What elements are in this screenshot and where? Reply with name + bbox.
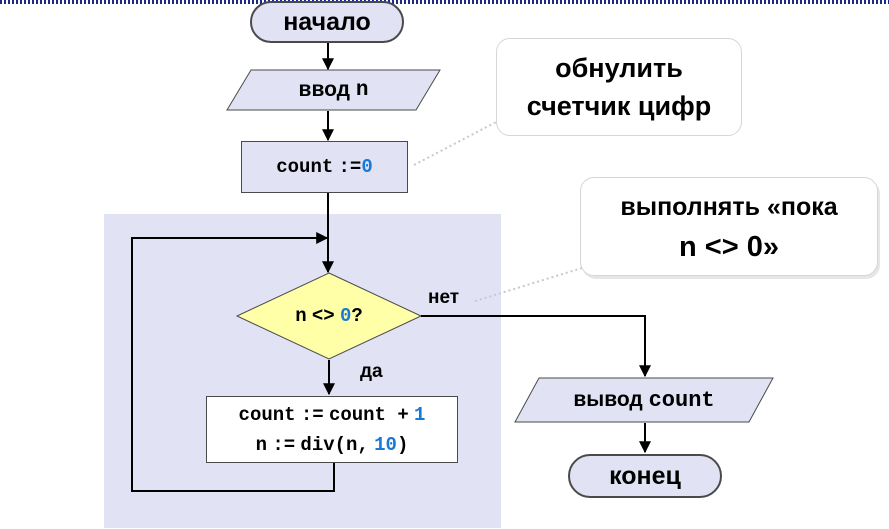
condition-operator: <> <box>311 305 335 327</box>
output-variable: count <box>648 387 715 413</box>
input-parallelogram <box>226 69 441 111</box>
callout-reset-pointer <box>411 119 501 167</box>
body-line-2: n := div(n, 10) <box>256 430 409 460</box>
body-line-1: count := count + 1 <box>239 400 426 430</box>
callout-reset-line-1: обнулить <box>555 53 683 83</box>
body-line1-op: := <box>300 403 324 426</box>
body-line1-expr: count + <box>328 403 409 426</box>
body-line2-op: := <box>272 433 296 456</box>
body-line2-close: ) <box>396 433 409 456</box>
callout-while-line-2: n <> 0» <box>679 230 779 263</box>
init-process-box: count :=0 <box>241 141 408 193</box>
output-keyword: вывод <box>573 388 643 411</box>
callout-while-condition: выполнять «пока n <> 0» <box>580 177 878 276</box>
output-parallelogram <box>514 377 774 423</box>
decision-label: n <> 0? <box>237 296 421 336</box>
callout-reset-line-2: счетчик цифр <box>526 91 712 121</box>
init-value: 0 <box>361 156 373 178</box>
start-label: начало <box>283 7 371 36</box>
edge-loop-back <box>131 232 335 492</box>
end-terminal: конец <box>568 454 722 498</box>
start-terminal: начало <box>250 1 404 43</box>
input-label: ввод n <box>227 70 440 110</box>
input-variable: n <box>355 78 369 102</box>
end-label: конец <box>609 461 681 490</box>
branch-yes-label: да <box>360 361 383 382</box>
body-line2-value: 10 <box>374 433 397 456</box>
condition-left: n <box>295 305 307 327</box>
init-operator: := <box>338 156 362 178</box>
loop-region <box>104 214 501 528</box>
condition-value: 0 <box>339 305 352 327</box>
body-line2-var: n <box>255 433 268 456</box>
init-variable: count <box>276 156 334 178</box>
edge-no-branch <box>421 315 651 378</box>
callout-while-pointer <box>471 267 583 303</box>
input-keyword: ввод <box>298 78 350 101</box>
callout-reset-counter: обнулить счетчик цифр <box>496 38 742 136</box>
branch-no-label: нет <box>428 287 460 308</box>
body-line1-var: count <box>238 403 296 426</box>
decision-diamond <box>235 272 423 360</box>
condition-suffix: ? <box>351 305 363 327</box>
body-line1-value: 1 <box>414 403 426 426</box>
body-line2-func: div(n, <box>300 433 369 456</box>
loop-body-box: count := count + 1 n := div(n, 10) <box>206 396 458 463</box>
top-border-line <box>0 0 889 4</box>
output-label: вывод count <box>515 378 773 422</box>
callout-while-line-1: выполнять «пока <box>620 192 838 221</box>
